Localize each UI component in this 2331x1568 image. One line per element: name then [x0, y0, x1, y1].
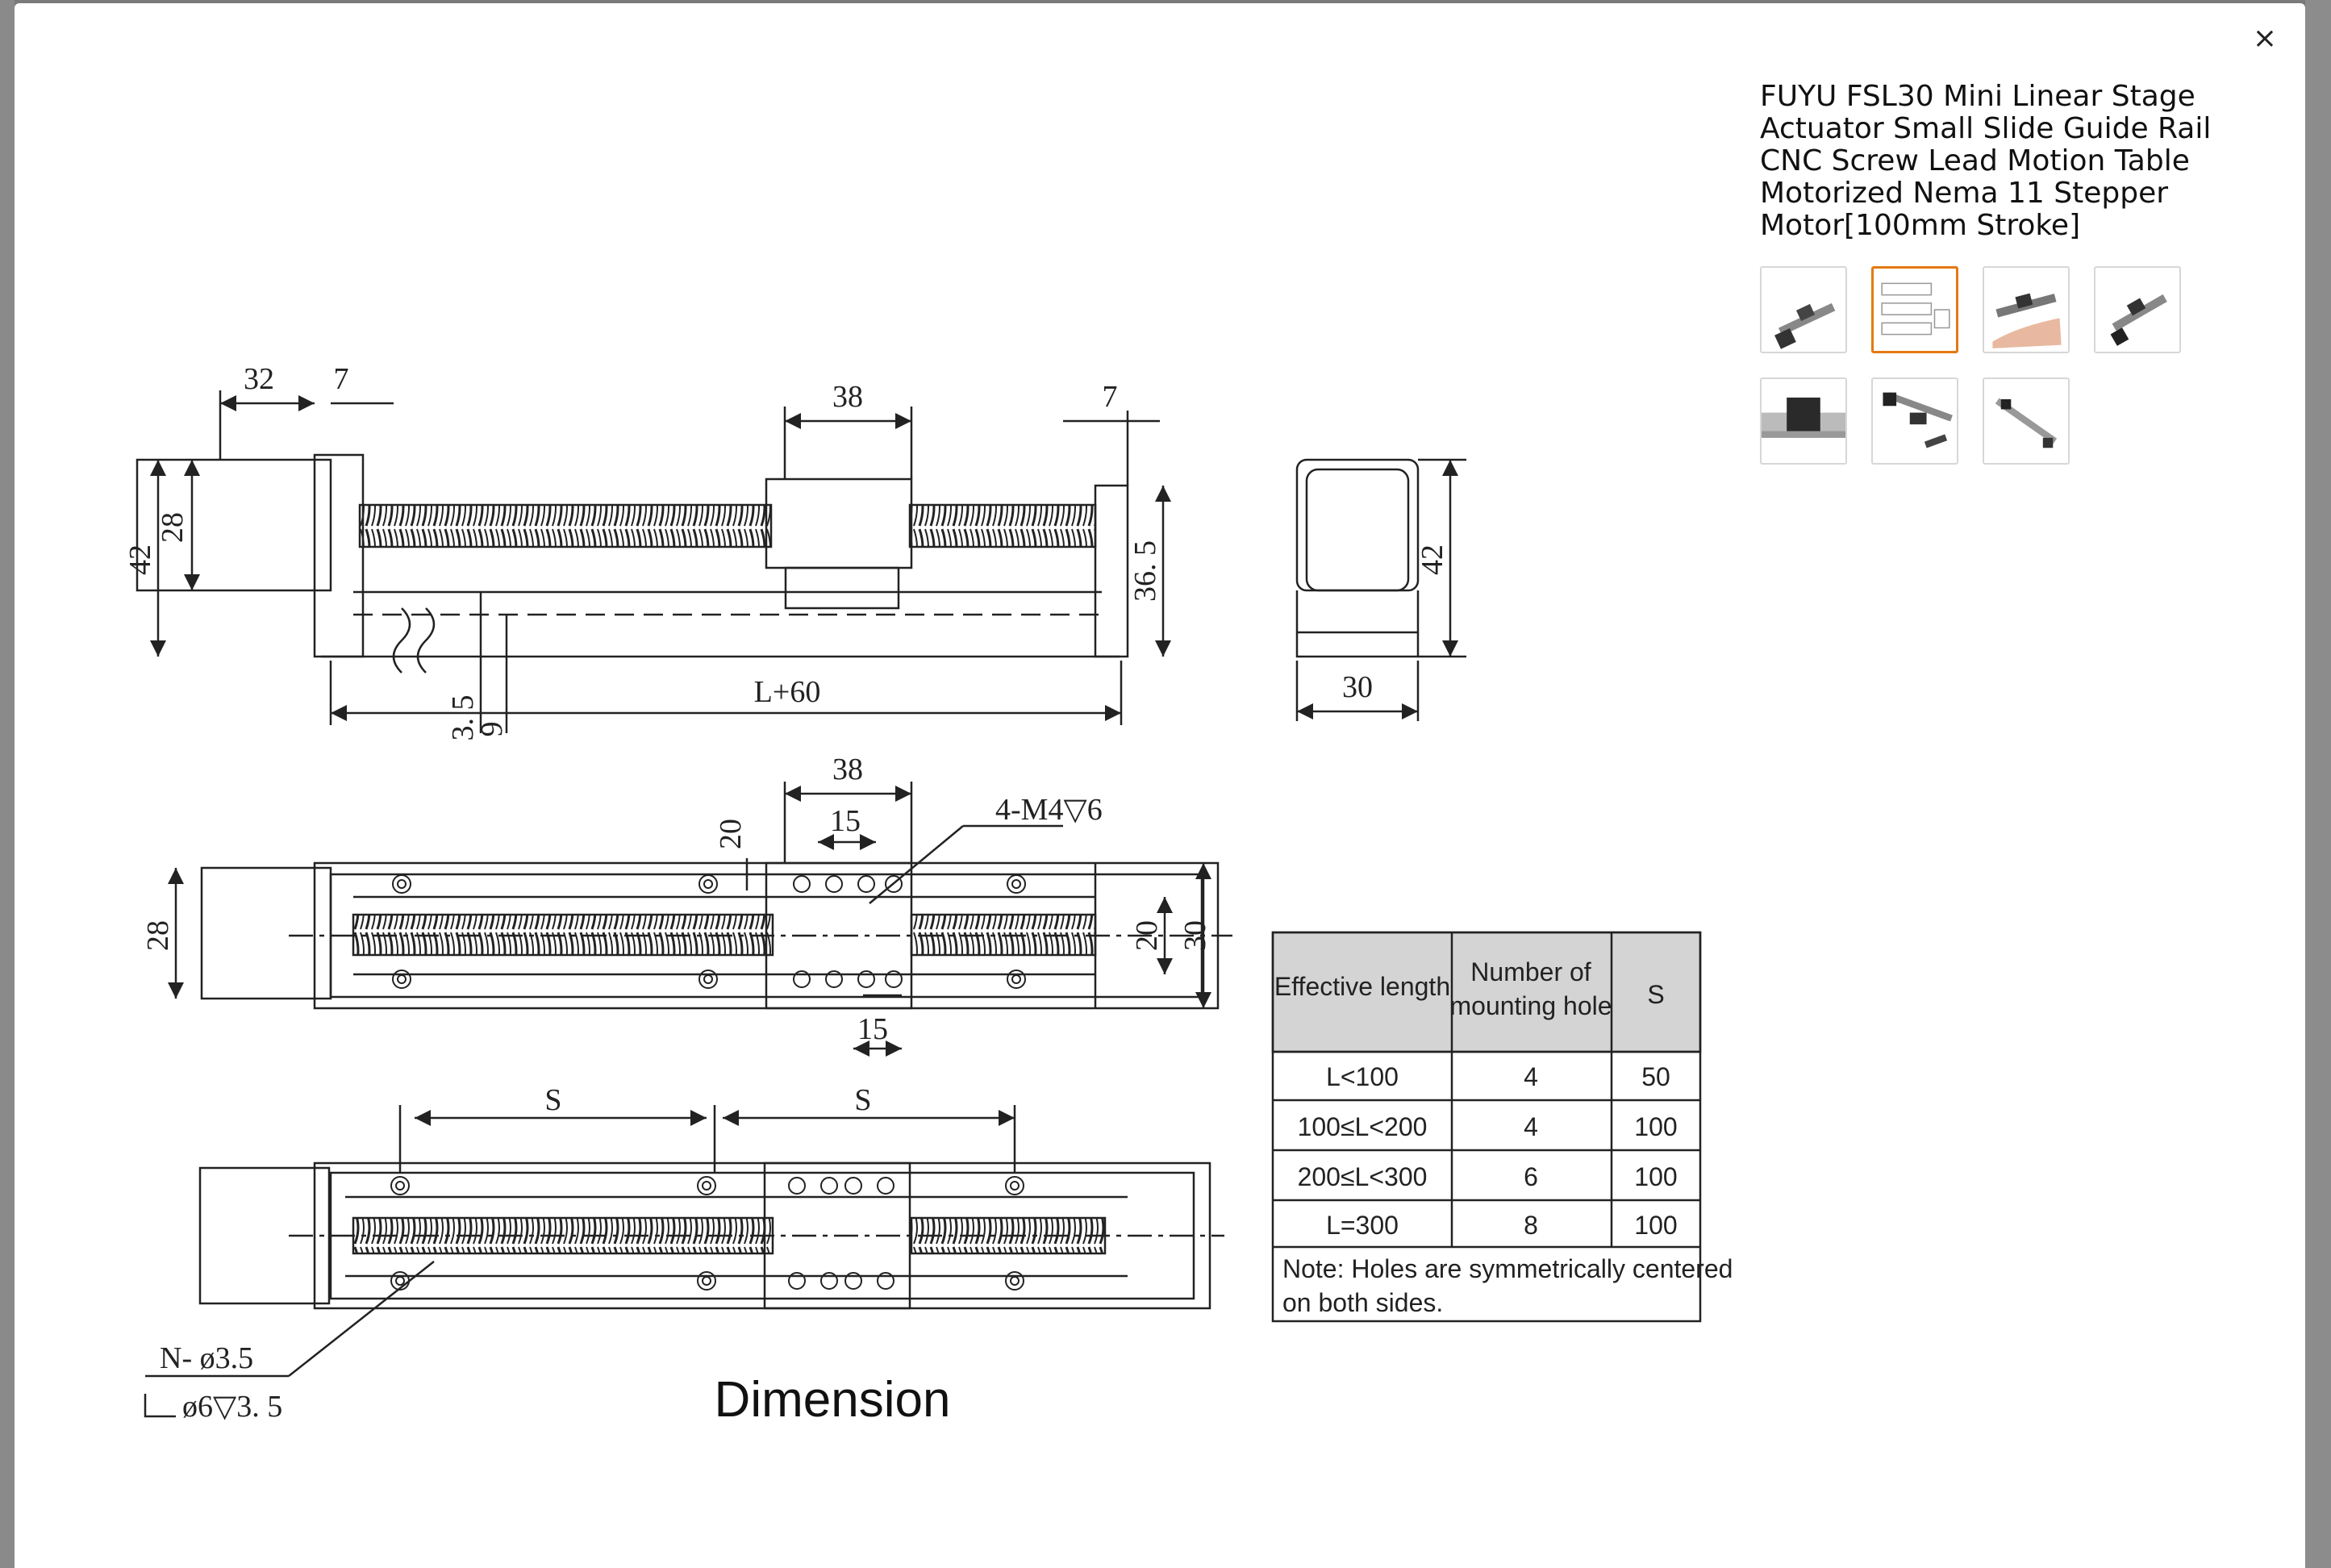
side-view-drawing: 32 7 38 7 L+60 42 28 36. 5 3. 5 9 — [123, 362, 1171, 741]
thumbnail-5[interactable] — [1760, 377, 1847, 465]
plan-dim-30-label: 30 — [1178, 920, 1212, 951]
product-title: FUYU FSL30 Mini Linear Stage Actuator Sm… — [1760, 80, 2212, 242]
plan-view-drawing: 38 15 15 20 4-M4▽6 28 20 30 — [141, 753, 1232, 1057]
plan-dim-38-label: 38 — [832, 753, 863, 786]
hole-note-2-label: ø6▽3. 5 — [182, 1390, 282, 1424]
table-cell: 4 — [1524, 1062, 1538, 1091]
table-note-line-1: Note: Holes are symmetrically centered — [1282, 1254, 1733, 1283]
table-cell: 6 — [1524, 1162, 1538, 1191]
plan-dim-28-label: 28 — [141, 920, 175, 951]
thumbnail-6[interactable] — [1871, 377, 1958, 465]
dim-42-label: 42 — [123, 544, 157, 575]
bottom-view-drawing: S S N- ø3.5 ø6▽3. 5 Dimension — [144, 1083, 1224, 1428]
thumbnail-4[interactable] — [2094, 266, 2181, 353]
thumbnail-3[interactable] — [1983, 266, 2070, 353]
dim-3-5-label: 3. 5 — [446, 695, 480, 741]
table-cell: 200≤L<300 — [1298, 1162, 1428, 1191]
close-button[interactable]: × — [2249, 23, 2281, 55]
plan-dim-20-top-label: 20 — [714, 819, 748, 849]
backdrop-left — [0, 0, 15, 1568]
dimension-drawing: 32 7 38 7 L+60 42 28 36. 5 3. 5 9 — [123, 362, 1733, 1428]
table-cell: L=300 — [1326, 1211, 1399, 1240]
table-cell: 100 — [1634, 1211, 1677, 1240]
thumbnail-1[interactable] — [1760, 266, 1847, 353]
end-dim-42-label: 42 — [1416, 544, 1449, 575]
dim-7-right-label: 7 — [1103, 380, 1118, 414]
dim-32-label: 32 — [244, 362, 274, 396]
thumbnail-grid — [1760, 266, 2212, 465]
table-cell: L<100 — [1326, 1062, 1399, 1091]
table-header-number-of: Number of — [1470, 957, 1591, 986]
plan-dim-20-right-label: 20 — [1130, 920, 1164, 951]
dim-l60-label: L+60 — [754, 675, 821, 709]
table-header-effective-length: Effective length — [1274, 972, 1450, 1001]
mounting-hole-table: Effective length Number of mounting hole… — [1271, 931, 1733, 1323]
hole-note-1-label: N- ø3.5 — [160, 1341, 253, 1375]
table-cell: 100 — [1634, 1112, 1677, 1141]
thumbnail-2[interactable] — [1871, 266, 1958, 353]
table-cell: 8 — [1524, 1211, 1538, 1240]
dimension-caption: Dimension — [715, 1372, 951, 1428]
dim-28-label: 28 — [156, 512, 190, 543]
table-header-s: S — [1647, 980, 1664, 1009]
table-cell: 4 — [1524, 1112, 1538, 1141]
table-cell: 100 — [1634, 1162, 1677, 1191]
main-product-image: 32 7 38 7 L+60 42 28 36. 5 3. 5 9 — [15, 3, 1741, 1568]
dim-s-left-label: S — [544, 1083, 561, 1117]
table-cell: 50 — [1641, 1062, 1670, 1091]
thread-note-label: 4-M4▽6 — [995, 793, 1103, 827]
plan-dim-15-top-label: 15 — [830, 804, 861, 838]
dim-9-label: 9 — [475, 722, 509, 737]
table-cell: 100≤L<200 — [1298, 1112, 1428, 1141]
table-note-line-2: on both sides. — [1282, 1288, 1443, 1317]
backdrop-right — [2305, 0, 2331, 1568]
image-viewer-modal: × — [15, 3, 2305, 1568]
plan-dim-15-bottom-label: 15 — [857, 1012, 888, 1046]
table-header-mounting-hole: mounting hole — [1449, 991, 1612, 1020]
dim-38-label: 38 — [832, 380, 863, 414]
end-view-drawing: 42 30 — [1295, 458, 1466, 721]
dim-36-5-label: 36. 5 — [1128, 540, 1162, 602]
end-dim-30-label: 30 — [1342, 670, 1373, 704]
dim-s-right-label: S — [854, 1083, 871, 1117]
dim-7-left-label: 7 — [334, 362, 349, 396]
thumbnail-7[interactable] — [1983, 377, 2070, 465]
